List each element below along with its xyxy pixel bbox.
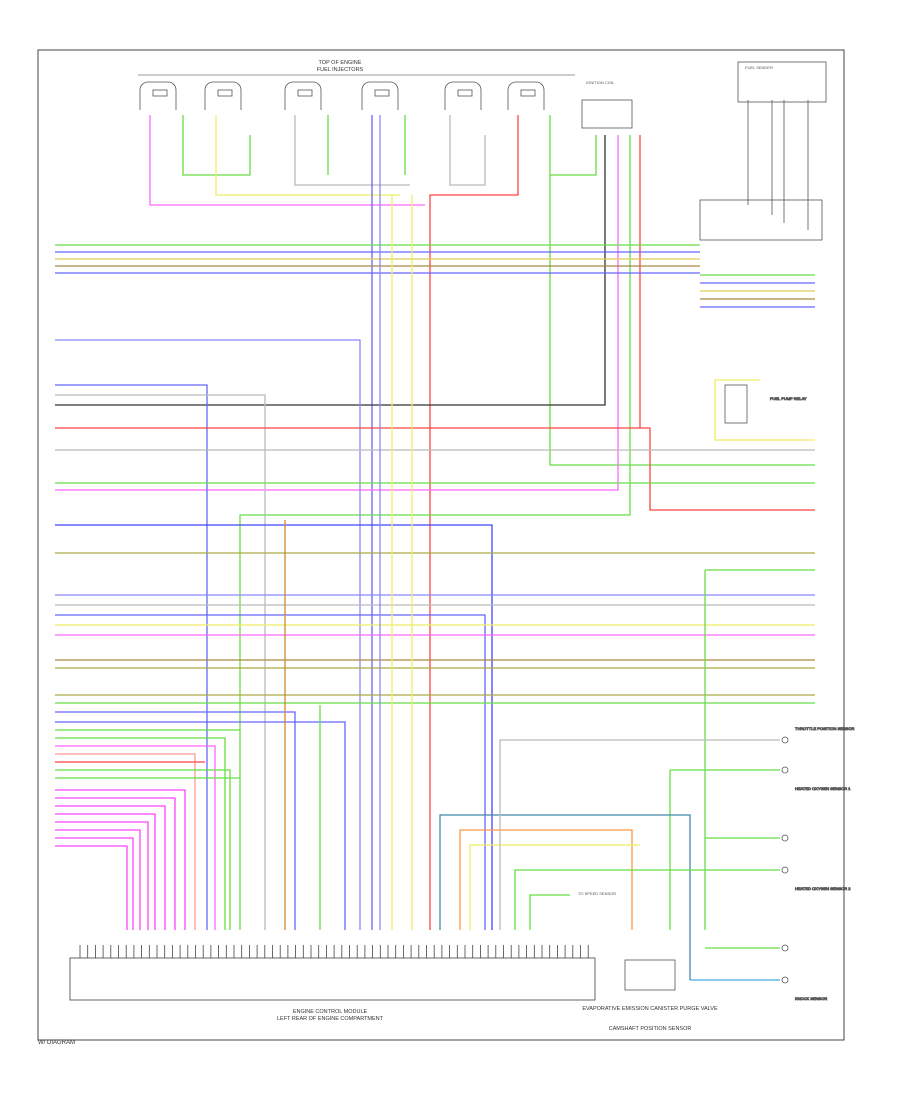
ignition-coil-label: IGNITION COIL bbox=[586, 80, 615, 85]
to-speed-label: TO SPEED SENSOR bbox=[578, 891, 616, 896]
injector-group: TOP OF ENGINE FUEL INJECTORS IGNITION CO… bbox=[138, 60, 633, 129]
heated-o2-2-label: HEATED OXYGEN SENSOR 2 bbox=[795, 886, 851, 891]
ecm-name: ENGINE CONTROL MODULE bbox=[293, 1009, 368, 1015]
fuel-pump-relay-label: FUEL PUMP RELAY bbox=[770, 396, 807, 401]
evap-valve-label: EVAPORATIVE EMISSION CANISTER PURGE VALV… bbox=[582, 1006, 718, 1012]
ecm-location: LEFT REAR OF ENGINE COMPARTMENT bbox=[277, 1016, 384, 1022]
diagram-border bbox=[37, 49, 845, 1041]
cam-sensor-label: CAMSHAFT POSITION SENSOR bbox=[609, 1026, 692, 1032]
ecm-connector: ENGINE CONTROL MODULE LEFT REAR OF ENGIN… bbox=[69, 891, 616, 1022]
top-engine-sub-label: FUEL INJECTORS bbox=[317, 67, 364, 73]
throttle-label: THROTTLE POSITION SENSOR bbox=[795, 726, 854, 731]
heated-o2-1-label: HEATED OXYGEN SENSOR 1 bbox=[795, 786, 851, 791]
wires bbox=[55, 115, 815, 981]
footer-label: W/ DIAGRAM bbox=[38, 1040, 75, 1046]
top-engine-label: TOP OF ENGINE bbox=[319, 60, 362, 66]
fuel-sender-label: FUEL SENDER bbox=[745, 65, 773, 70]
fuel-sender-group: FUEL SENDER bbox=[699, 61, 827, 241]
evap-valve: EVAPORATIVE EMISSION CANISTER PURGE VALV… bbox=[582, 959, 718, 1032]
knock-sensor-label: KNOCK SENSOR bbox=[795, 996, 827, 1001]
right-components: FUEL PUMP RELAY THROTTLE POSITION SENSOR… bbox=[724, 384, 855, 1001]
